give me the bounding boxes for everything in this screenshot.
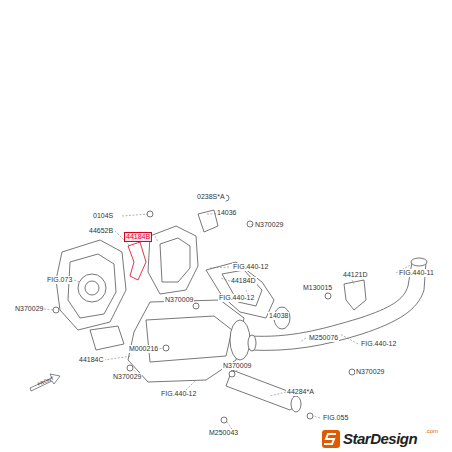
highlighted-callout: 44184B <box>124 232 152 242</box>
callout-number: N370009 <box>164 296 194 304</box>
callout-number: FIG.073 <box>46 276 73 284</box>
callout-number: FIG.440-11 <box>398 269 435 277</box>
callout-number: N370029 <box>355 368 385 376</box>
callout-number: N370029 <box>112 373 142 381</box>
callout-number: FIG.440-12 <box>218 294 255 302</box>
callout-number: FIG.440-12 <box>160 390 197 398</box>
callout-number: FIG.055 <box>322 414 349 422</box>
callout-number: M250076 <box>308 334 339 342</box>
callout-number: 14038 <box>268 312 289 320</box>
callout-number: FIG.440-12 <box>232 263 269 271</box>
callout-number: 14036 <box>216 209 237 217</box>
callout-number: M250043 <box>208 429 239 437</box>
callout-number: 0104S <box>92 212 114 220</box>
callout-number: N370009 <box>222 362 252 370</box>
callout-number: 0238S*A <box>196 193 226 201</box>
callout-number: M000216 <box>128 345 159 353</box>
callout-number: 44652B <box>88 227 114 235</box>
callout-number: 44284*A <box>286 388 315 396</box>
logo-suffix: .com <box>424 427 439 435</box>
callout-number: FIG.440-12 <box>360 340 397 348</box>
callout-number: 44184C <box>78 356 105 364</box>
callout-number: N370029 <box>254 221 284 229</box>
logo-text: StarDesign <box>342 431 418 447</box>
callout-number: N370029 <box>14 305 44 313</box>
callout-number: 44121D <box>342 271 369 279</box>
callout-number: 44184D <box>230 277 257 285</box>
front-marker: FRONT <box>35 374 56 389</box>
callout-number: M130015 <box>302 284 333 292</box>
